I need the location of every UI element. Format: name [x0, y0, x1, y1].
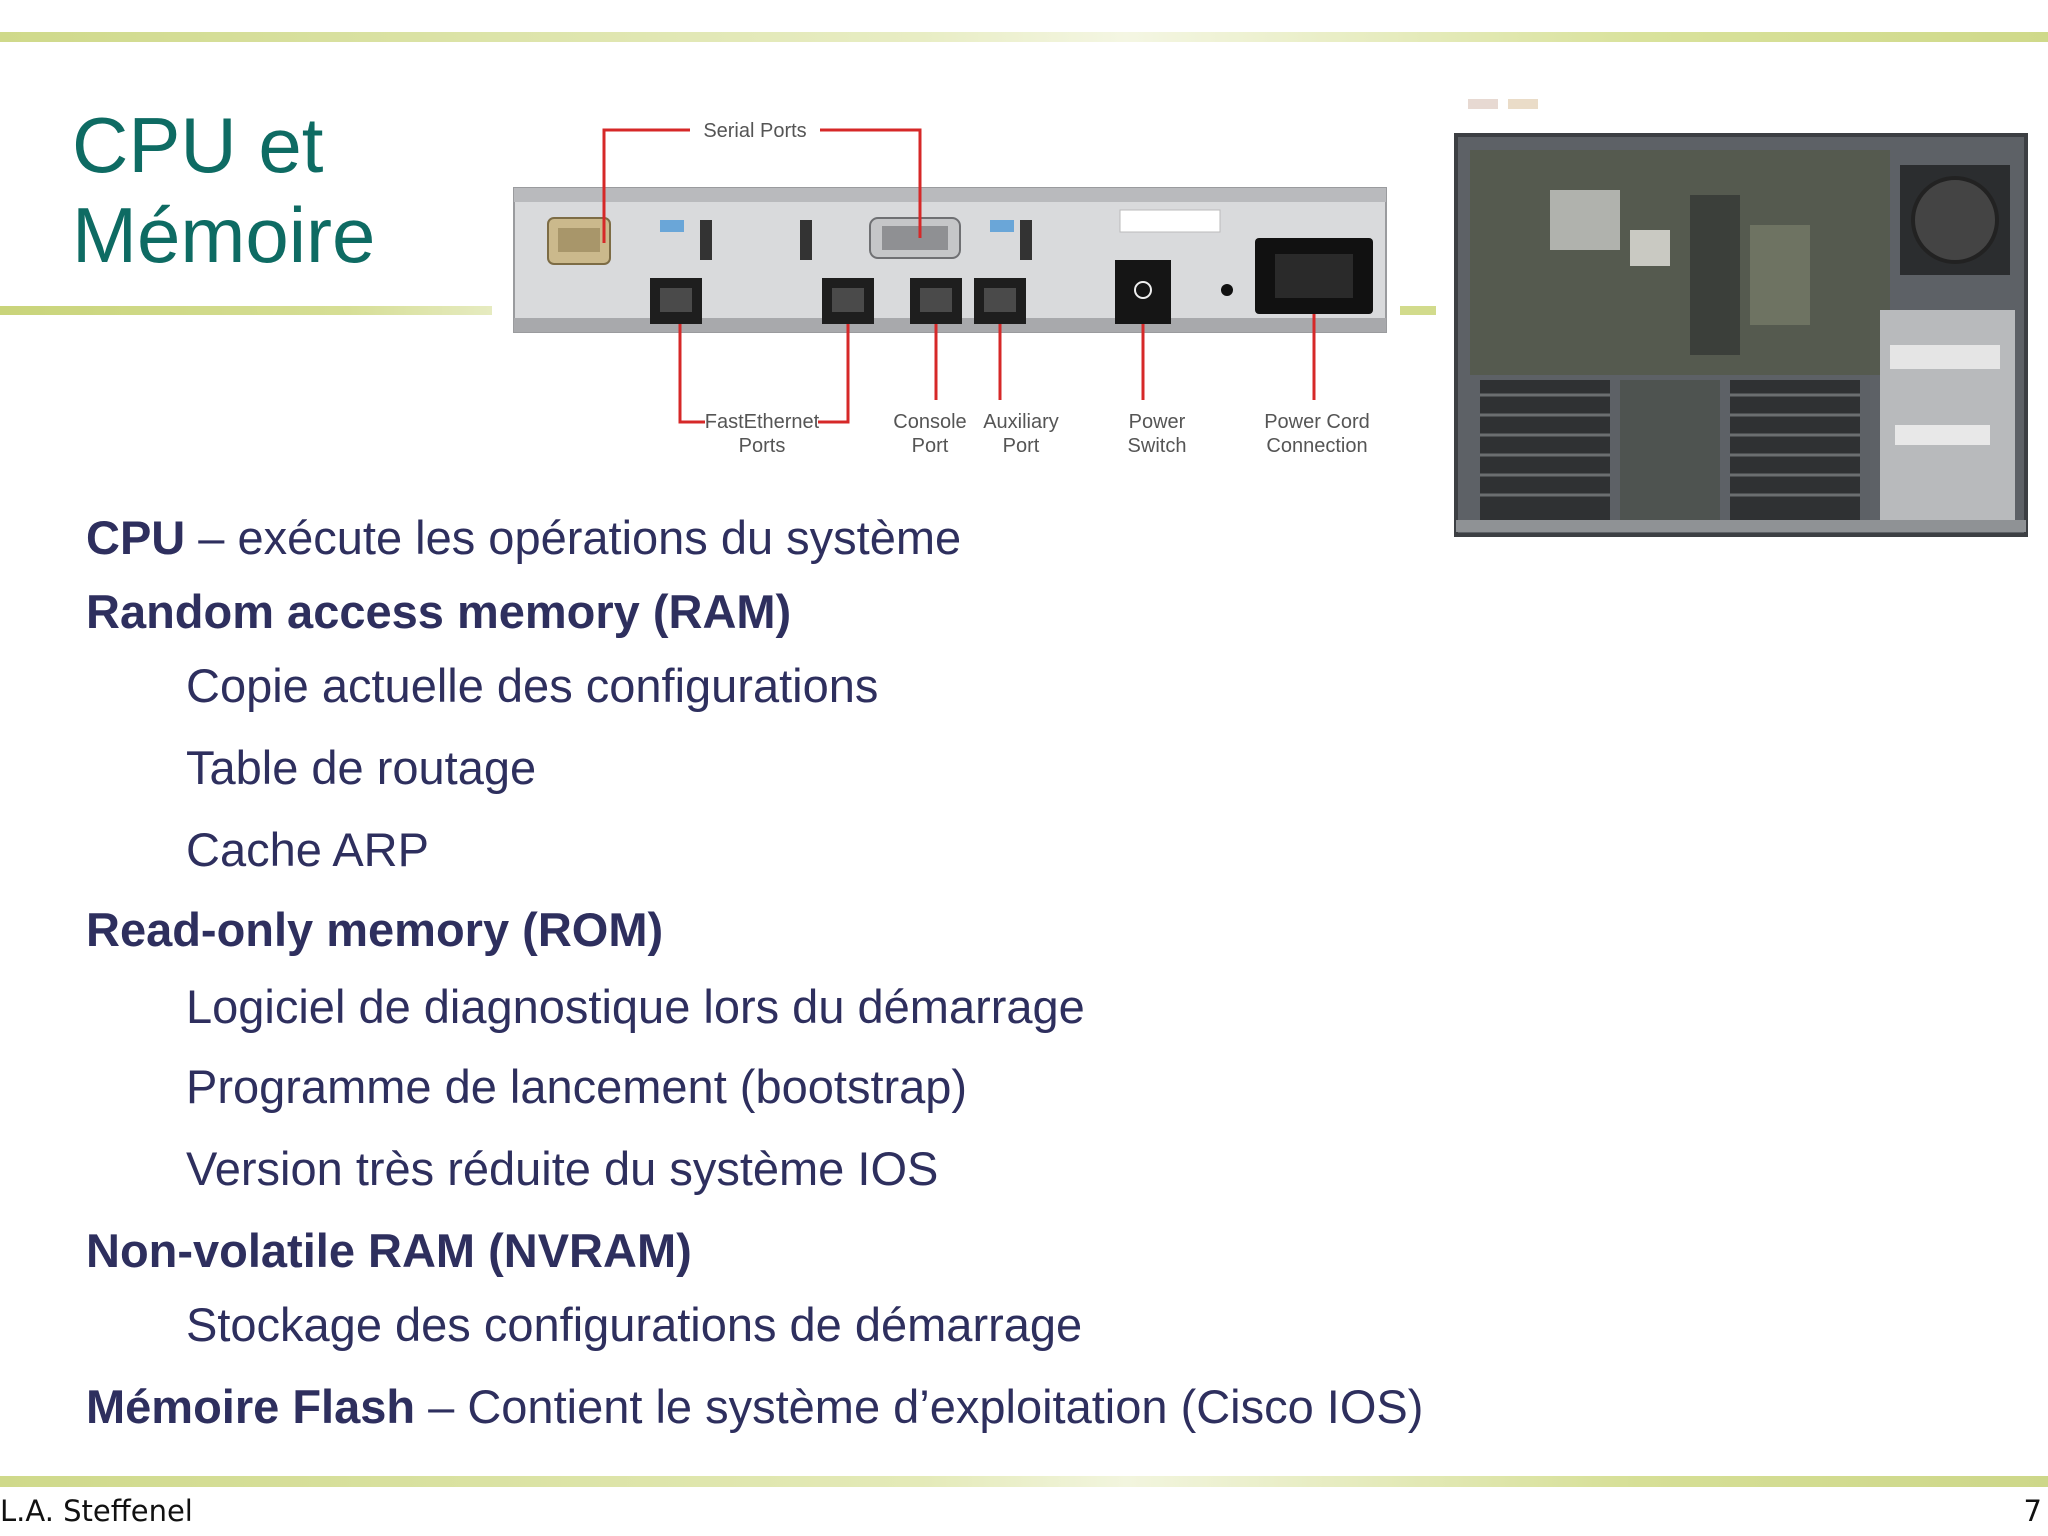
ram-item: Copie actuelle des configurations	[186, 659, 879, 712]
fastethernet-label-1: FastEthernet	[705, 411, 820, 433]
power-switch-label-2: Switch	[1128, 435, 1187, 457]
cpu-term: CPU	[86, 511, 186, 564]
title-line-1: CPU et	[72, 101, 324, 189]
rom-heading-text: Read-only memory (ROM)	[86, 903, 664, 956]
console-label-1: Console	[893, 411, 966, 433]
title-line-2: Mémoire	[72, 191, 376, 279]
router-motherboard-photo	[1450, 95, 2030, 540]
cpu-line: CPU – exécute les opérations du système	[86, 510, 961, 566]
cpu-description: – exécute les opérations du système	[185, 511, 962, 564]
rom-item: Programme de lancement (bootstrap)	[186, 1060, 968, 1113]
flash-term: Mémoire Flash	[86, 1380, 416, 1433]
slide-title: CPU et Mémoire	[72, 100, 472, 280]
nvram-item: Stockage des configurations de démarrage	[186, 1298, 1083, 1351]
power-cord-label-1: Power Cord	[1264, 411, 1370, 433]
serial-ports-label: Serial Ports	[703, 120, 806, 142]
rom-item: Version très réduite du système IOS	[186, 1142, 939, 1195]
page-number: 7	[2023, 1494, 2042, 1528]
ram-heading: Random access memory (RAM)	[86, 584, 791, 640]
fastethernet-label-2: Ports	[739, 435, 786, 457]
ram-heading-text: Random access memory (RAM)	[86, 585, 792, 638]
console-label-2: Port	[912, 435, 949, 457]
router-back-panel-figure: Serial Ports FastEthernet Ports Console …	[513, 120, 1387, 457]
auxiliary-label-1: Auxiliary	[983, 411, 1059, 433]
footer-author: L.A. Steffenel	[0, 1494, 193, 1528]
power-switch-label-1: Power	[1129, 411, 1186, 433]
ram-item: Cache ARP	[186, 823, 429, 876]
title-rule	[0, 306, 492, 315]
nvram-heading-text: Non-volatile RAM (NVRAM)	[86, 1224, 692, 1277]
bottom-rule	[0, 1476, 2048, 1487]
power-cord-label-2: Connection	[1266, 435, 1367, 457]
top-rule	[0, 32, 2048, 42]
nvram-heading: Non-volatile RAM (NVRAM)	[86, 1223, 692, 1279]
flash-description: – Contient le système d’exploitation (Ci…	[415, 1380, 1424, 1433]
rom-item: Logiciel de diagnostique lors du démarra…	[186, 980, 1085, 1033]
ram-item: Table de routage	[186, 741, 537, 794]
flash-line: Mémoire Flash – Contient le système d’ex…	[86, 1379, 1423, 1435]
rom-heading: Read-only memory (ROM)	[86, 902, 663, 958]
auxiliary-label-2: Port	[1003, 435, 1040, 457]
title-rule-stub	[1400, 306, 1436, 315]
